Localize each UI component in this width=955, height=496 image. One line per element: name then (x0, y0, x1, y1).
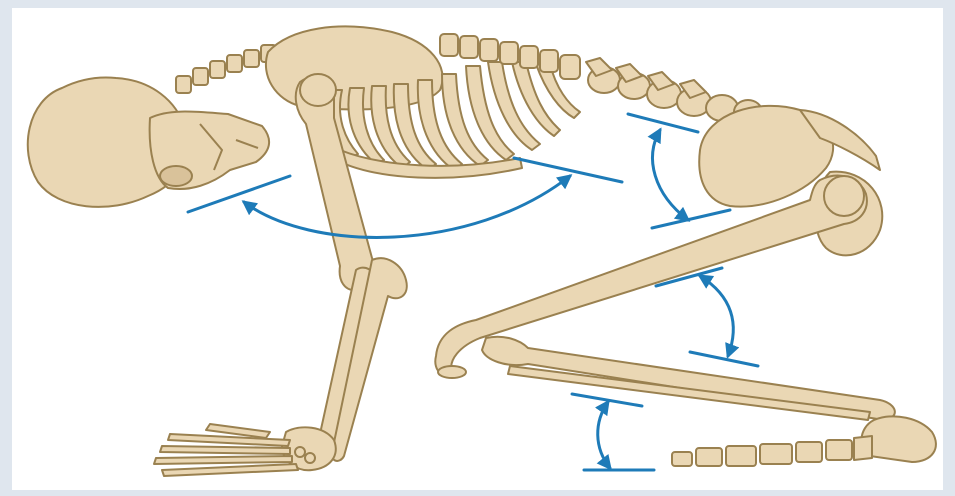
skeleton (28, 26, 936, 476)
foot (672, 416, 936, 466)
knee-angle-line-bottom (690, 352, 758, 366)
neck-angle-arc (244, 176, 570, 237)
hand (154, 424, 336, 476)
forearm (316, 258, 407, 461)
knee-angle-arc (700, 276, 733, 356)
femur-head (824, 176, 864, 216)
hip-angle-arc (653, 130, 688, 220)
patella (438, 366, 466, 378)
hip-angle-line-top (628, 114, 698, 132)
lower-leg (482, 337, 895, 420)
ankle-angle-arc (598, 402, 610, 468)
skull (28, 77, 269, 206)
hip-angle-line-bottom (652, 210, 730, 228)
cervical-spine (176, 45, 276, 93)
humerus-head (300, 74, 336, 106)
